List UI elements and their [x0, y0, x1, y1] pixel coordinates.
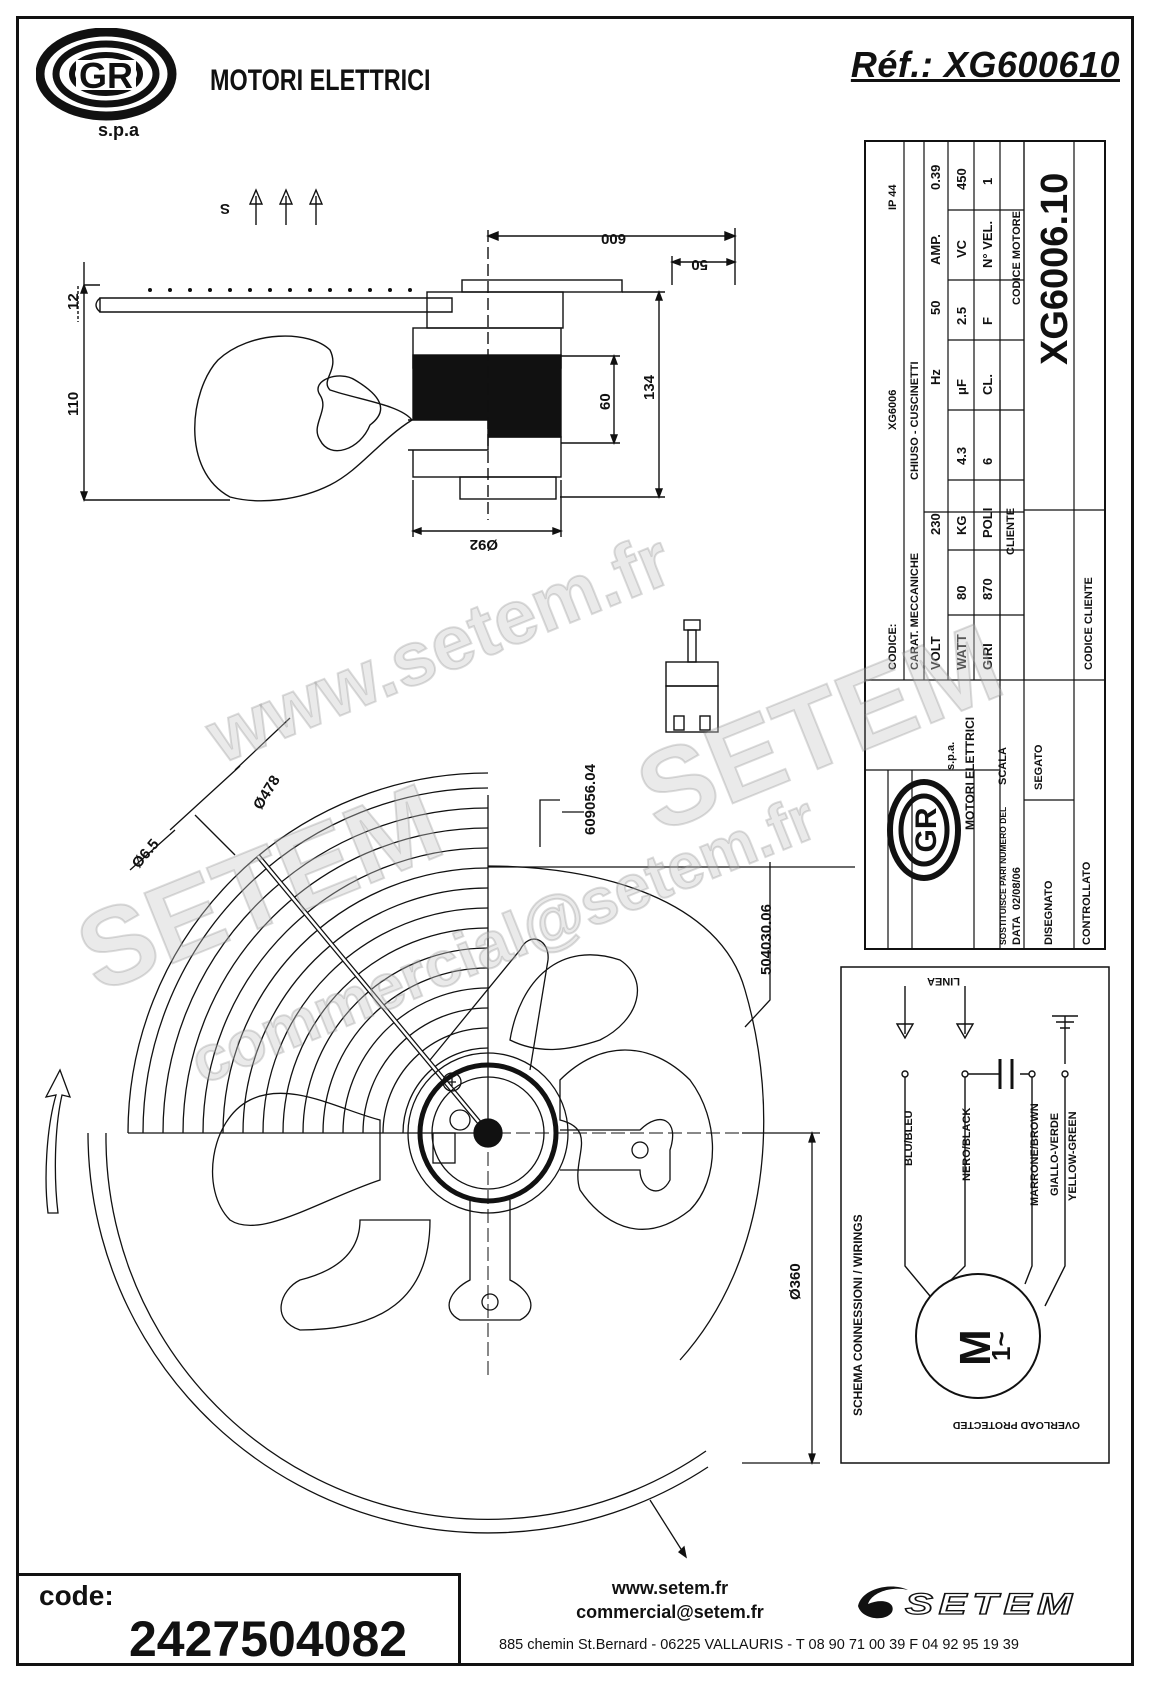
cl-value: F — [980, 317, 995, 325]
fan-blade-top — [509, 954, 639, 1051]
cliente-label: CLIENTE — [1005, 508, 1017, 555]
code-label: code: — [39, 1580, 114, 1611]
fan-blade-right — [559, 1049, 714, 1230]
motor-phase: 1~ — [986, 1331, 1016, 1361]
fan-blade-left — [211, 1092, 381, 1227]
kg-value: 4.3 — [954, 447, 969, 465]
brand-name: MOTORI ELETTRICI — [210, 64, 431, 97]
codice-cliente-label: CODICE CLIENTE — [1083, 577, 1095, 670]
linea-label: LINEA — [927, 975, 960, 987]
wire-yellow-label: YELLOW-GREEN — [1067, 1111, 1079, 1201]
dim-478: Ø478 — [250, 773, 284, 813]
product-code-box: code: 2427504082 — [16, 1573, 461, 1667]
website-link[interactable]: www.setem.fr — [611, 1578, 729, 1598]
dim-360: Ø360 — [787, 1263, 804, 1300]
scala-label: SCALA — [997, 747, 1009, 785]
data-value: 02/08/06 — [1011, 867, 1023, 910]
nvel-label: N° VEL. — [980, 221, 995, 268]
volt-label: VOLT — [928, 636, 943, 670]
contact-block: www.setem.fr commercial@setem.fr — [530, 1576, 810, 1624]
hz-label: Hz — [928, 369, 943, 385]
reference-number: Réf.: XG600610 — [850, 44, 1120, 85]
drawing-frame — [16, 16, 1134, 1666]
dim-134: 134 — [641, 374, 658, 400]
cl-label: CL. — [980, 374, 995, 395]
vc-label: VC — [954, 239, 969, 258]
airflow-arrows-icon — [248, 188, 324, 225]
uf-label: μF — [954, 379, 969, 395]
grille-code: 609056.04 — [582, 763, 599, 835]
wiring-labels: LINEA BLU/BLEU NERO/BLACK MARRONE/BROWN … — [851, 975, 1080, 1431]
wiring-title: SCHEMA CONNESSIONI / WIRINGS — [851, 1214, 865, 1416]
wire-blu-label: BLU/BLEU — [903, 1110, 915, 1166]
codice-label: CODICE: — [887, 624, 899, 670]
giri-value: 870 — [980, 578, 995, 600]
side-view-labels: S 600 50 12 110 60 134 Ø92 — [65, 200, 708, 553]
table-logo-spa: s.p.a. — [945, 742, 957, 770]
codice-value: XG6006 — [887, 390, 899, 430]
poli-label: POLI — [980, 508, 995, 538]
dim-600: 600 — [601, 230, 626, 247]
hz-value: 50 — [928, 301, 943, 315]
overload-label: OVERLOAD PROTECTED — [952, 1419, 1080, 1431]
front-view — [44, 717, 855, 1559]
codice-motore-label: CODICE MOTORE — [1011, 211, 1023, 305]
capacitor-clip-icon — [665, 619, 719, 733]
dim-92: Ø92 — [470, 536, 498, 553]
dim-60: 60 — [597, 393, 614, 410]
rotation-arrow-icon — [44, 1068, 72, 1214]
sostituisce-label: SOSTITUISCE PARI NUMERO DEL — [998, 807, 1008, 945]
setem-logo: SETEM — [904, 1587, 1078, 1621]
spec-table: CODICE: XG6006 IP 44 CARAT. MECCANICHE C… — [864, 140, 1106, 950]
wire-nero-label: NERO/BLACK — [961, 1108, 973, 1181]
kg-label: KG — [954, 516, 969, 536]
wiring-diagram: LINEA BLU/BLEU NERO/BLACK MARRONE/BROWN … — [840, 966, 1110, 1464]
vc-value: 450 — [954, 168, 969, 190]
dim-50: 50 — [691, 256, 708, 273]
data-label: DATA — [1011, 916, 1023, 945]
nvel-value: 1 — [980, 178, 995, 185]
wiring-lines — [895, 986, 1078, 1399]
email-link[interactable]: commercial@setem.fr — [576, 1602, 764, 1622]
uf-value: 2.5 — [954, 307, 969, 325]
watt-value: 80 — [954, 586, 969, 600]
codice-motore-value: XG6006.10 — [1034, 173, 1076, 365]
table-gr-logo: GR — [887, 779, 961, 881]
controllato-label: CONTROLLATO — [1081, 861, 1093, 945]
gr-logo: GR — [36, 28, 177, 121]
giri-label: GIRI — [980, 643, 995, 670]
code-value: 2427504082 — [129, 1611, 408, 1667]
blade-code: 504030.06 — [758, 904, 775, 975]
wire-giallo-label: GIALLO-VERDE — [1049, 1113, 1061, 1196]
dim-12: 12 — [65, 293, 82, 310]
airflow-label: S — [220, 200, 230, 217]
brand-suffix: s.p.a — [98, 120, 140, 140]
disegnato-label: DISEGNATO — [1043, 880, 1055, 945]
carat-value: CHIUSO - CUSCINETTI — [909, 361, 921, 480]
wire-marrone-label: MARRONE/BROWN — [1029, 1103, 1041, 1206]
setem-swoosh-icon — [858, 1586, 908, 1619]
logo-letters: GR — [79, 55, 133, 96]
amp-label: AMP. — [928, 234, 943, 265]
grille-spokes — [128, 795, 490, 1135]
volt-value: 230 — [928, 513, 943, 535]
motor-symbol: M — [951, 1329, 1000, 1366]
table-logo-brand: MOTORI ELETTRICI — [963, 717, 977, 830]
address-line: 885 chemin St.Bernard - 06225 VALLAURIS … — [499, 1637, 1019, 1653]
table-logo-letters: GR — [910, 807, 943, 852]
grille-arcs — [127, 772, 489, 1134]
ip-rating: IP 44 — [887, 184, 899, 210]
dim-110: 110 — [65, 392, 82, 416]
spec-table-text: CODICE: XG6006 IP 44 CARAT. MECCANICHE C… — [887, 165, 1095, 945]
disegnato-value: SEGATO — [1033, 744, 1045, 790]
watt-label: WATT — [954, 634, 969, 670]
fan-blade-bottom — [280, 1219, 431, 1331]
side-view — [77, 188, 737, 537]
carat-label: CARAT. MECCANICHE — [909, 553, 921, 670]
poli-value: 6 — [980, 458, 995, 465]
amp-value: 0.39 — [928, 165, 943, 190]
dim-6-5: Ø6.5 — [129, 836, 163, 872]
